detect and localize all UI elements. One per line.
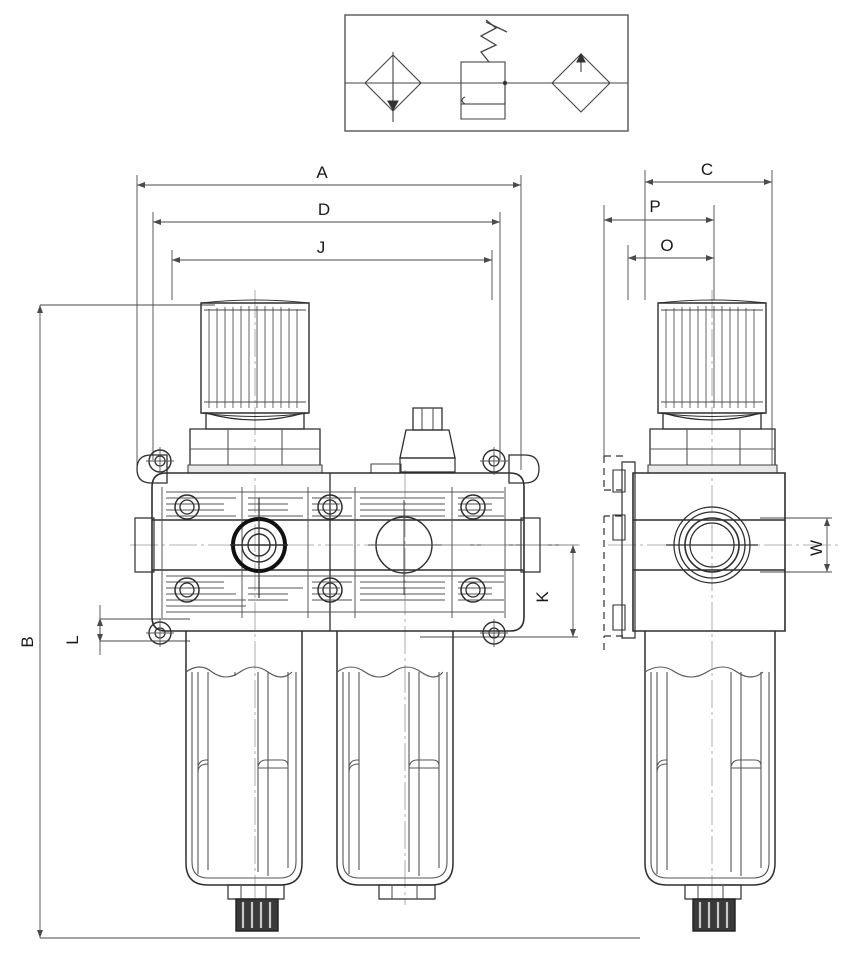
dimension-group-front [37,175,640,939]
lubricator-symbol [551,52,611,113]
centerlines [130,290,838,905]
dimension-labels: A D J B L K C P O W [18,160,826,648]
dim-label-B: B [18,636,37,647]
dim-label-C: C [701,160,713,179]
body-block [134,472,541,632]
lubricator-bowl [336,631,454,900]
side-regulator-knob [647,299,778,474]
regulator-knob [187,299,323,474]
dim-label-L: L [63,635,82,644]
outlet-port [368,500,440,595]
inlet-port [230,498,288,598]
dim-label-J: J [317,238,326,257]
fill-plug [370,407,456,474]
dim-label-A: A [316,163,328,182]
dim-label-D: D [318,200,330,219]
bolt-boss [174,494,486,603]
dimension-L [97,605,190,655]
mounting-lug [136,447,540,647]
dim-label-W: W [807,540,826,556]
side-drain-valve [692,898,736,932]
drain-valve [235,898,279,932]
dimension-B [37,304,640,939]
schematic-symbol-box [344,14,629,132]
side-view [603,299,786,932]
hidden-bracket-outline [603,455,628,650]
front-view [134,299,541,932]
dim-label-P: P [649,197,660,216]
body-ribbing-upper [166,491,504,517]
side-bowl [644,631,776,900]
side-port-boss [666,506,758,584]
filter-bowl [185,631,303,900]
regulator-symbol [460,19,508,120]
side-body-block [612,461,786,639]
dim-label-O: O [660,236,673,255]
filter-symbol [364,52,422,122]
dimension-group-side [603,170,832,573]
dim-label-K: K [533,591,552,603]
